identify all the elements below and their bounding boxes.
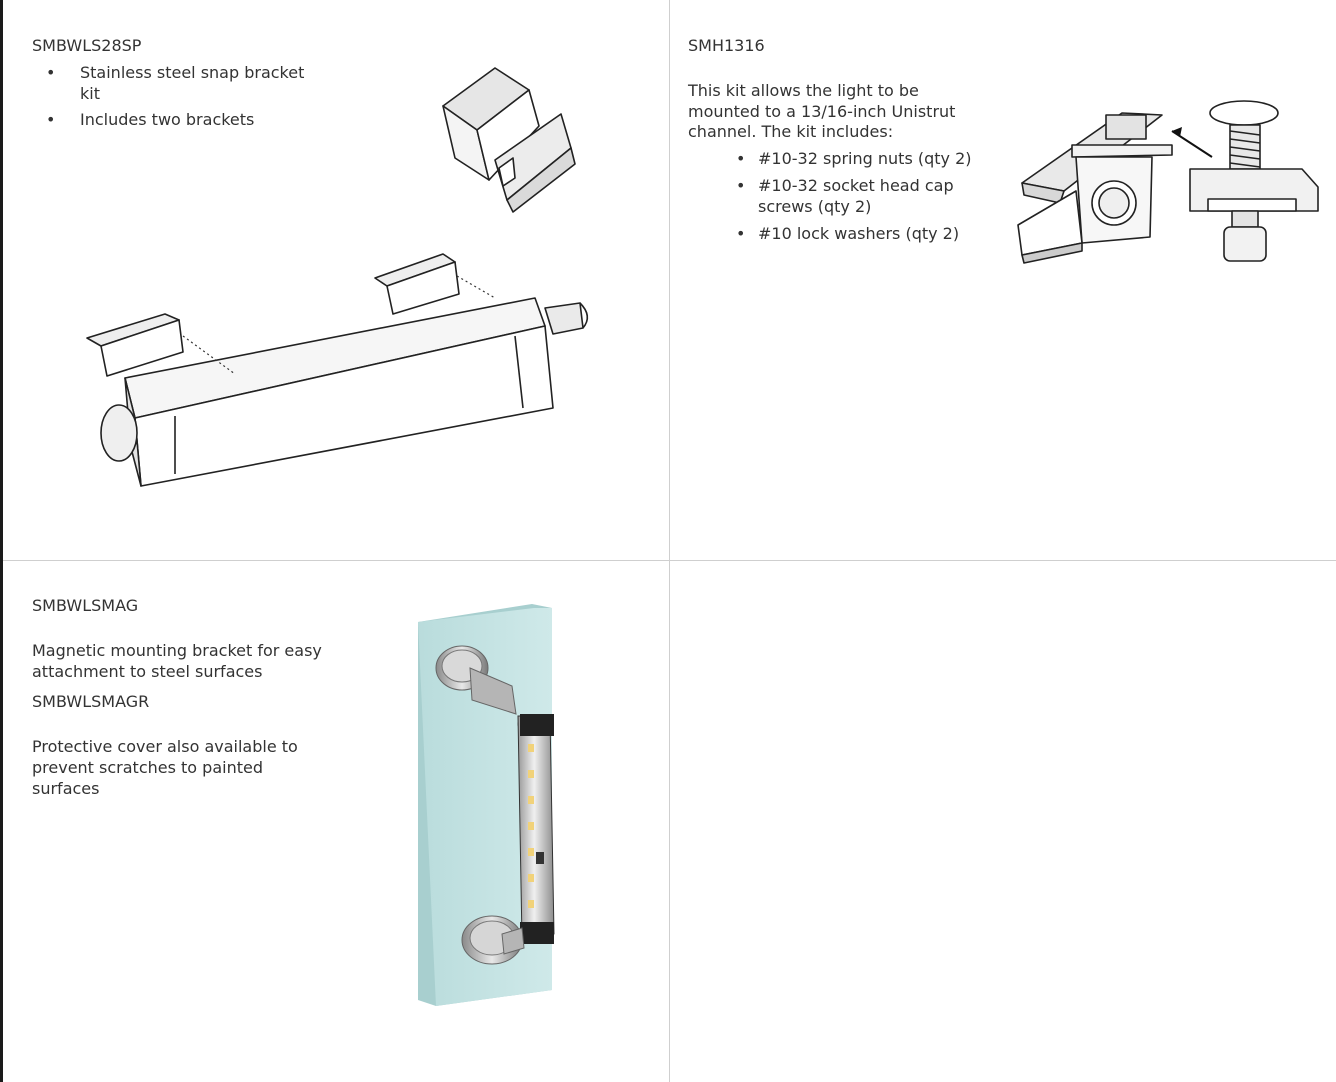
snap-bracket-icon: [442, 67, 576, 213]
feature-list: Stainless steel snap bracket kit Include…: [32, 63, 327, 131]
product-code: SMBWLS28SP: [32, 36, 142, 55]
product-code: SMH1316: [688, 36, 765, 55]
left-border: [0, 0, 3, 1082]
list-item: Stainless steel snap bracket kit: [32, 63, 327, 105]
light-bar-with-brackets-illustration: [86, 253, 589, 487]
list-item: Includes two brackets: [32, 110, 327, 131]
kit-contents-list: #10-32 spring nuts (qty 2) #10-32 socket…: [722, 149, 987, 244]
list-item: #10-32 spring nuts (qty 2): [722, 149, 987, 170]
product-code-secondary: SMBWLSMAGR: [32, 692, 150, 712]
list-item: #10 lock washers (qty 2): [722, 224, 987, 245]
unistrut-mount-illustration: [1017, 100, 1319, 264]
column-divider: [669, 0, 670, 1082]
cell-smbwls28sp: SMBWLS28SP Stainless steel snap bracket …: [32, 36, 662, 131]
description: This kit allows the light to be mounted …: [688, 80, 956, 142]
description-secondary: Protective cover also available to preve…: [32, 737, 298, 798]
list-item: #10-32 socket head cap screws (qty 2): [722, 176, 987, 218]
description: Magnetic mounting bracket for easy attac…: [32, 640, 322, 681]
row-divider: [3, 560, 1336, 561]
product-code: SMBWLSMAG: [32, 596, 139, 615]
cell-smh1316: SMH1316 This kit allows the light to be …: [688, 36, 988, 244]
magnetic-mount-photo: [418, 604, 555, 1006]
cell-smbwlsmag: SMBWLSMAG Magnetic mounting bracket for …: [32, 596, 332, 800]
